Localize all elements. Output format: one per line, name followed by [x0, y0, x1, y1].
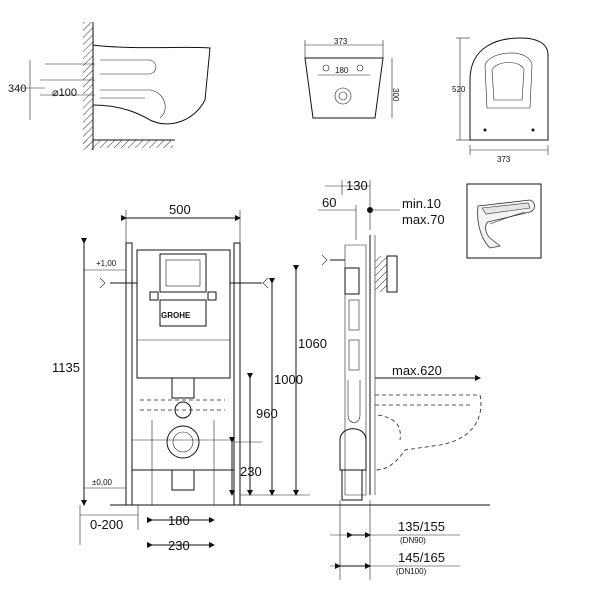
- side-60-label: 60: [322, 195, 336, 210]
- side-130-label: 130: [346, 178, 368, 193]
- height-960-label: 960: [256, 406, 278, 421]
- height-1060-label: 1060: [298, 336, 327, 351]
- pipe-diameter-label: ⌀100: [52, 87, 77, 99]
- level-bottom-label: ±0,00: [92, 478, 113, 487]
- spacing-180-label: 180: [168, 513, 190, 528]
- level-top-label: +1,00: [96, 259, 117, 268]
- inner-180-label: 180: [335, 66, 349, 75]
- dim-135-155-label: 135/155: [398, 519, 445, 534]
- depth-300-label: 300: [391, 88, 400, 102]
- dn100-label: (DN100): [396, 567, 427, 576]
- height-230-label: 230: [240, 464, 262, 479]
- floor-hatch: [83, 140, 173, 148]
- frame-front-view: 500 GROHE +1,00 ±0,00: [52, 202, 327, 553]
- height-1135-label: 1135: [52, 360, 80, 375]
- width-500-label: 500: [169, 202, 191, 217]
- brand-label: GROHE: [161, 311, 191, 320]
- dim-145-165-label: 145/165: [398, 550, 445, 565]
- wc-front-view: 373 180 300: [304, 37, 400, 119]
- frame-side-view: 130 60 min.10 max.70 max.620: [240, 178, 490, 580]
- wall-hatch: [83, 22, 93, 150]
- max-70-label: max.70: [402, 212, 445, 227]
- width-373-label: 373: [334, 37, 348, 46]
- min-10-label: min.10: [402, 196, 441, 211]
- max-620-label: max.620: [392, 363, 442, 378]
- wc-thumbnail: [466, 183, 542, 259]
- spacing-230-label: 230: [168, 538, 190, 553]
- height-340-label: 340: [8, 83, 26, 95]
- wc-top-view: 520 373: [452, 37, 549, 164]
- wc-side-section: 340 ⌀100: [8, 22, 211, 150]
- length-520-label: 520: [452, 85, 466, 94]
- height-1000-label: 1000: [274, 372, 303, 387]
- top-width-373-label: 373: [497, 155, 511, 164]
- dn90-label: (DN90): [400, 536, 426, 545]
- offset-label: 0-200: [90, 517, 123, 532]
